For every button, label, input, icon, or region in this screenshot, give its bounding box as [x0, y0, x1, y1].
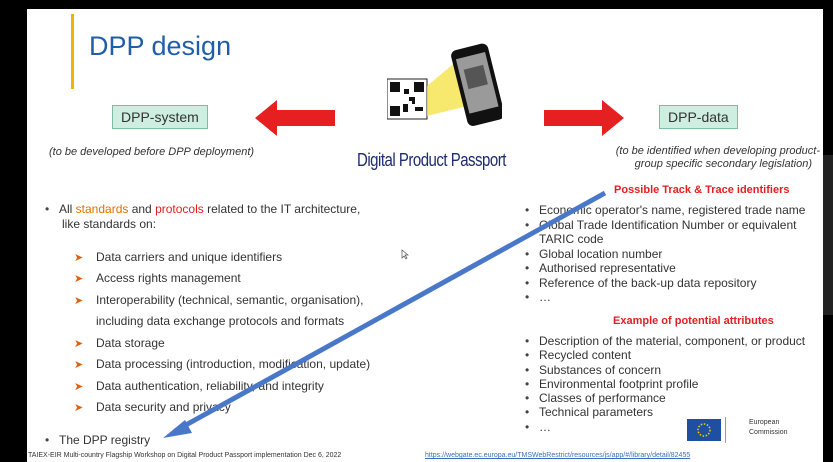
item-text: Data carriers and unique identifiers — [96, 250, 283, 264]
left-red-arrow — [255, 100, 335, 136]
list-item: •Global Trade Identification Number or e… — [525, 217, 797, 232]
left-note: (to be developed before DPP deployment) — [49, 146, 255, 158]
item-text: Data storage — [96, 336, 165, 350]
arrow-bullet-icon: ➤ — [74, 381, 84, 393]
logo-text: European — [749, 419, 780, 426]
list-item: •Classes of performance — [525, 391, 666, 406]
list-item: •Substances of concern — [525, 362, 662, 377]
list-item: •… — [525, 419, 551, 434]
logo-divider — [725, 417, 726, 443]
bullet-icon: • — [45, 202, 50, 216]
arrow-bullet-icon: ➤ — [74, 359, 84, 371]
phone-qr-illustration — [387, 43, 502, 126]
item-text: Global Trade Identification Number or eq… — [539, 217, 797, 232]
item-text: Authorised representative — [539, 261, 676, 275]
item-text: … — [539, 419, 551, 434]
dpp-data-box: DPP-data — [659, 105, 738, 129]
standards-text: standards — [75, 202, 129, 216]
list-item: •Environmental footprint profile — [525, 376, 699, 391]
left-item: ➤ Data storage — [74, 336, 165, 350]
intro-suffix: related to the IT architecture, — [203, 202, 361, 216]
left-item: ➤ Interoperability (technical, semantic, … — [74, 293, 363, 307]
list-item: •Authorised representative — [525, 261, 676, 275]
item-text: Data security and privacy — [96, 400, 231, 414]
track-trace-list: •Economic operator's name, registered tr… — [525, 203, 805, 305]
item-text: Classes of performance — [539, 391, 666, 406]
arrow-bullet-icon: ➤ — [74, 252, 84, 264]
track-trace-heading: Possible Track & Trace identifiers — [614, 184, 790, 196]
dpp-registry-text: The DPP registry — [59, 433, 151, 447]
list-item: •Technical parameters — [525, 405, 654, 420]
list-item: •Recycled content — [525, 348, 632, 363]
list-item: TARIC code — [525, 232, 805, 247]
list-item: •… — [525, 290, 551, 304]
item-text: Global location number — [539, 246, 663, 261]
footer-text: TAIEX-EIR Multi-country Flagship Worksho… — [28, 452, 342, 459]
item-text: Interoperability (technical, semantic, o… — [96, 293, 364, 307]
item-text: TARIC code — [539, 232, 604, 246]
arrow-bullet-icon: ➤ — [74, 273, 84, 285]
left-item: ➤ Data security and privacy — [74, 400, 231, 414]
right-note-line1: (to be identified when developing produc… — [615, 145, 820, 157]
eu-flag-icon — [687, 419, 721, 441]
right-note-line2: group specific secondary legislation) — [634, 158, 812, 170]
footer-link[interactable]: https://webgate.ec.europa.eu/TMSWebRestr… — [425, 452, 691, 459]
mouse-cursor-icon — [401, 249, 409, 260]
logo-text: Commission — [749, 429, 788, 436]
title-accent-bar — [71, 14, 74, 89]
intro-text: All — [59, 202, 76, 216]
left-item: ➤ Access rights management — [74, 271, 241, 285]
side-panel-edge — [823, 155, 833, 315]
protocols-text: protocols — [155, 202, 204, 216]
item-text: Description of the material, component, … — [539, 334, 806, 348]
item-text: Substances of concern — [539, 362, 662, 377]
item-text: Recycled content — [539, 348, 632, 363]
left-item-cont: including data exchange protocols and fo… — [96, 314, 345, 328]
blue-annotation-arrow — [163, 190, 607, 438]
slide: DPP design DPP-system DPP-data (to be de… — [27, 9, 823, 462]
european-commission-logo: European Commission — [749, 418, 788, 438]
item-text: … — [539, 290, 551, 304]
digital-product-passport-label: Digital Product Passport — [357, 150, 506, 171]
left-intro: • All standards and protocols related to … — [45, 202, 385, 216]
dpp-system-box: DPP-system — [112, 105, 208, 129]
left-final-item: • The DPP registry — [45, 433, 150, 447]
item-text: Access rights management — [96, 271, 241, 285]
item-text: Economic operator's name, registered tra… — [539, 203, 806, 217]
item-text: Reference of the back-up data repository — [539, 275, 757, 290]
arrow-bullet-icon: ➤ — [74, 402, 84, 414]
left-item: ➤ Data carriers and unique identifiers — [74, 250, 282, 264]
arrow-bullet-icon: ➤ — [74, 295, 84, 307]
item-text: Technical parameters — [539, 405, 654, 420]
arrow-bullet-icon: ➤ — [74, 338, 84, 350]
intro-mid: and — [128, 202, 156, 216]
right-red-arrow — [544, 100, 624, 136]
attributes-list: •Description of the material, component,… — [525, 334, 805, 434]
bullet-icon: • — [45, 433, 50, 447]
list-item: •Description of the material, component,… — [525, 334, 806, 348]
list-item: •Economic operator's name, registered tr… — [525, 203, 806, 217]
list-item: •Global location number — [525, 246, 663, 261]
item-text: Environmental footprint profile — [539, 376, 699, 391]
left-intro-line2: like standards on: — [62, 217, 157, 231]
list-item: •Reference of the back-up data repositor… — [525, 275, 757, 290]
slide-title: DPP design — [89, 31, 232, 61]
attributes-heading: Example of potential attributes — [613, 315, 774, 327]
